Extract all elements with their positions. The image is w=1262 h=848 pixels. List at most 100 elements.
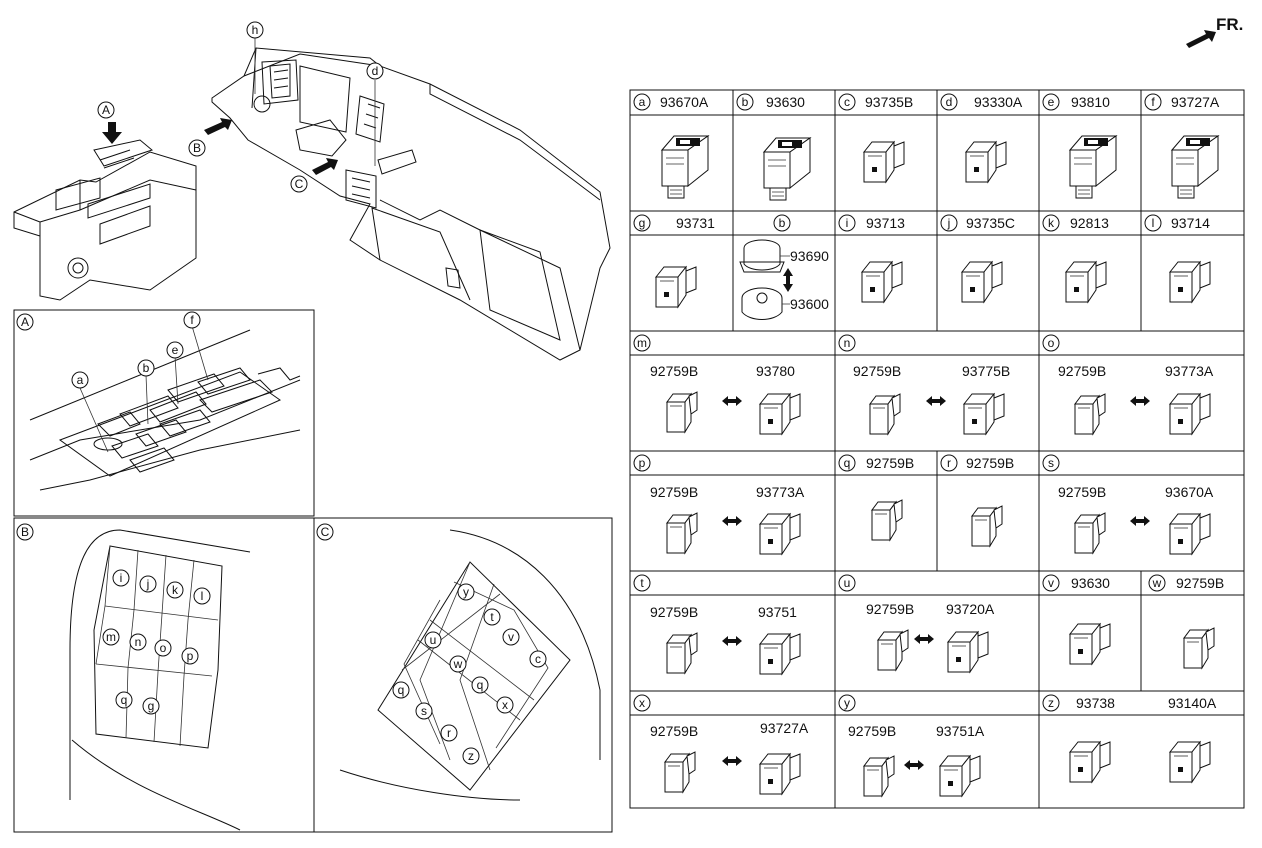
switch-93713-drawing bbox=[861, 261, 903, 303]
panel-c-callout-z: z bbox=[462, 747, 480, 765]
panel-c-callout-x: x bbox=[496, 696, 514, 714]
r-cap-drawing bbox=[971, 505, 1003, 547]
svg-text:t: t bbox=[490, 610, 494, 624]
panel-a-callout-f: f bbox=[183, 311, 201, 329]
o-right-part: 93773A bbox=[1165, 363, 1214, 379]
svg-text:w: w bbox=[1152, 576, 1162, 590]
n-right-part: 93775B bbox=[962, 363, 1010, 379]
svg-text:92759B: 92759B bbox=[866, 455, 914, 471]
svg-text:l: l bbox=[201, 589, 204, 603]
part-93600-label: 93600 bbox=[790, 296, 829, 312]
cell-x-header: x bbox=[633, 694, 651, 712]
switch-93714-drawing bbox=[1169, 261, 1211, 303]
svg-text:92813: 92813 bbox=[1070, 215, 1109, 231]
panel-b-drawing bbox=[69, 529, 251, 831]
t-cap-drawing bbox=[666, 632, 698, 674]
callout-C-overview: C bbox=[290, 175, 308, 193]
y-left-part: 92759B bbox=[848, 723, 896, 739]
p-cap-drawing bbox=[666, 512, 698, 554]
svg-text:93810: 93810 bbox=[1071, 94, 1110, 110]
svg-text:A: A bbox=[102, 103, 110, 117]
panel-c-callout-w: w bbox=[449, 655, 467, 673]
svg-text:f: f bbox=[1151, 95, 1155, 109]
s-right-part: 93670A bbox=[1165, 484, 1214, 500]
svg-text:c: c bbox=[535, 652, 541, 666]
svg-text:c: c bbox=[844, 95, 850, 109]
svg-text:92759B: 92759B bbox=[1176, 575, 1224, 591]
svg-text:b: b bbox=[779, 216, 786, 230]
t-left-part: 92759B bbox=[650, 604, 698, 620]
svg-text:t: t bbox=[640, 576, 644, 590]
x-left-part: 92759B bbox=[650, 723, 698, 739]
svg-text:a: a bbox=[77, 373, 84, 387]
x-cap-drawing bbox=[664, 751, 696, 793]
svg-text:93735B: 93735B bbox=[865, 94, 913, 110]
cell-b2-header: b bbox=[773, 214, 791, 232]
svg-text:m: m bbox=[637, 336, 647, 350]
svg-text:x: x bbox=[639, 696, 645, 710]
m-switch-drawing bbox=[759, 393, 801, 435]
svg-text:x: x bbox=[502, 698, 508, 712]
svg-text:u: u bbox=[844, 576, 851, 590]
panel-b-callout-n: n bbox=[129, 633, 147, 651]
panel-a-drawing bbox=[29, 325, 301, 491]
u-right-part: 93720A bbox=[946, 601, 995, 617]
svg-text:q: q bbox=[398, 683, 405, 697]
svg-text:z: z bbox=[1048, 696, 1054, 710]
panel-b-callout-o: o bbox=[154, 639, 172, 657]
svg-text:r: r bbox=[447, 726, 451, 740]
switch-93731-drawing bbox=[655, 266, 697, 308]
s-cap-drawing bbox=[1074, 512, 1106, 554]
svg-text:o: o bbox=[160, 641, 167, 655]
panel-c-callout-c: c bbox=[529, 650, 547, 668]
panel-a-frame bbox=[13, 309, 315, 517]
knob-assembly-drawing bbox=[739, 239, 793, 320]
svg-text:j: j bbox=[947, 216, 951, 230]
cell-c-header: c 93735B bbox=[838, 93, 913, 111]
switch-92813-drawing bbox=[1065, 261, 1107, 303]
svg-text:o: o bbox=[1048, 336, 1055, 350]
z-part2-label: 93140A bbox=[1168, 695, 1217, 711]
panel-c-callout-t: t bbox=[483, 608, 501, 626]
svg-text:g: g bbox=[148, 699, 155, 713]
svg-text:n: n bbox=[844, 336, 851, 350]
p-left-part: 92759B bbox=[650, 484, 698, 500]
svg-text:i: i bbox=[846, 216, 849, 230]
svg-text:93630: 93630 bbox=[766, 94, 805, 110]
u-swap-arrow-icon bbox=[914, 634, 934, 644]
x-swap-arrow-icon bbox=[722, 756, 742, 766]
callout-B-overview: B bbox=[188, 139, 206, 157]
callout-A-overview: A bbox=[97, 101, 115, 119]
svg-text:k: k bbox=[1048, 216, 1055, 230]
svg-text:m: m bbox=[106, 630, 116, 644]
svg-text:h: h bbox=[252, 23, 259, 37]
panel-b-callout-j: j bbox=[139, 575, 157, 593]
callout-d-overview: d bbox=[366, 62, 384, 80]
svg-text:i: i bbox=[120, 571, 123, 585]
parts-table bbox=[629, 89, 1245, 809]
panel-b-callout-l: l bbox=[193, 587, 211, 605]
svg-text:92759B: 92759B bbox=[966, 455, 1014, 471]
panel-b-callout-p: p bbox=[181, 647, 199, 665]
svg-text:p: p bbox=[187, 649, 194, 663]
cell-o-header: o bbox=[1042, 334, 1060, 352]
svg-text:93330A: 93330A bbox=[974, 94, 1023, 110]
svg-text:n: n bbox=[135, 635, 142, 649]
o-switch-drawing bbox=[1169, 393, 1211, 435]
panel-c-callout-s: s bbox=[415, 702, 433, 720]
panel-c-title: C bbox=[316, 523, 334, 541]
t-switch-drawing bbox=[759, 633, 801, 675]
svg-text:93731: 93731 bbox=[676, 215, 715, 231]
svg-text:a: a bbox=[639, 95, 646, 109]
svg-text:f: f bbox=[190, 313, 194, 327]
svg-text:C: C bbox=[321, 525, 330, 539]
switch-93630-drawing bbox=[763, 137, 811, 201]
